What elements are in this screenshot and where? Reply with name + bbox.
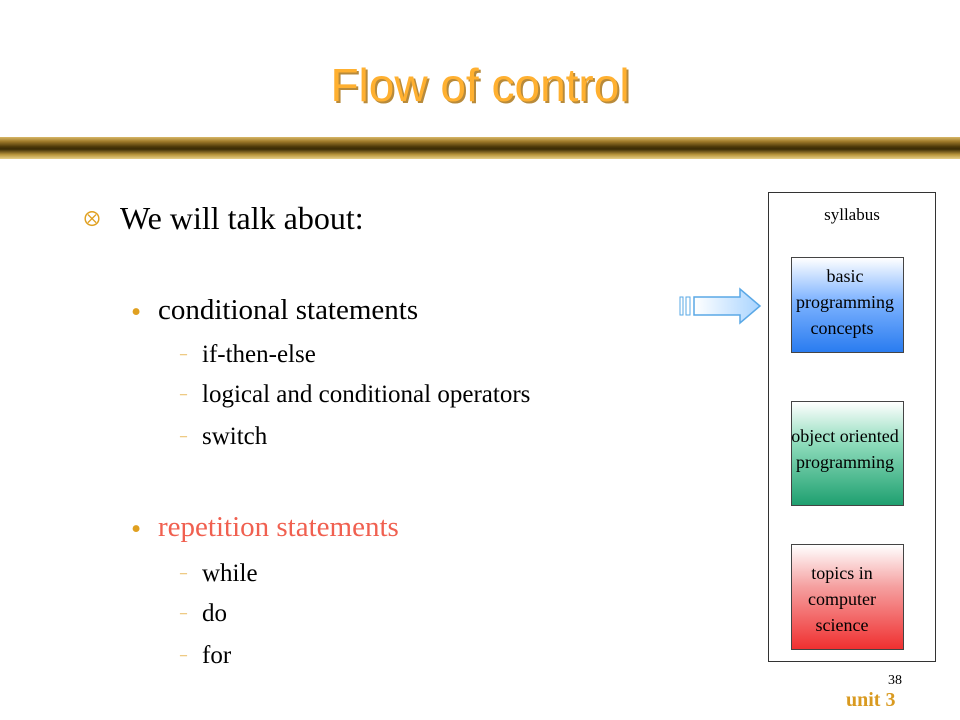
syllabus-box-topics[interactable] — [791, 544, 904, 650]
dash-icon: – — [180, 347, 187, 362]
list-item: for — [202, 642, 232, 669]
title-divider — [0, 137, 960, 159]
syllabus-box-oop-label: object oriented programming — [791, 426, 899, 472]
dash-icon: – — [180, 606, 187, 621]
syllabus-box-oop[interactable] — [791, 401, 904, 506]
section-bullet-icon: • — [131, 296, 142, 328]
arrow-right-icon — [679, 287, 762, 325]
syllabus-box-basic[interactable] — [791, 257, 904, 353]
main-bullet-icon: ⨂ — [84, 208, 100, 227]
list-item: do — [202, 600, 227, 627]
section-bullet-icon: • — [131, 513, 142, 545]
intro-text: We will talk about: — [120, 200, 364, 236]
unit-label: unit 3 — [846, 689, 896, 711]
syllabus-box-topics-label: topics in computer science — [808, 563, 876, 635]
list-item: if-then-else — [202, 341, 316, 368]
syllabus-box-basic-label: basic programming concepts — [796, 266, 894, 338]
list-item: logical and conditional operators — [202, 381, 531, 408]
section-conditional: conditional statements — [158, 294, 419, 326]
section-repetition: repetition statements — [158, 511, 399, 543]
list-item: switch — [202, 423, 268, 450]
page-number: 38 — [888, 673, 902, 688]
dash-icon: – — [180, 648, 187, 663]
dash-icon: – — [180, 429, 187, 444]
list-item: while — [202, 560, 258, 587]
syllabus-panel: syllabus basic programming concepts obje… — [768, 192, 936, 662]
dash-icon: – — [180, 387, 187, 402]
dash-icon: – — [180, 566, 187, 581]
slide-title: Flow of control — [330, 59, 630, 111]
syllabus-label: syllabus — [824, 205, 880, 224]
